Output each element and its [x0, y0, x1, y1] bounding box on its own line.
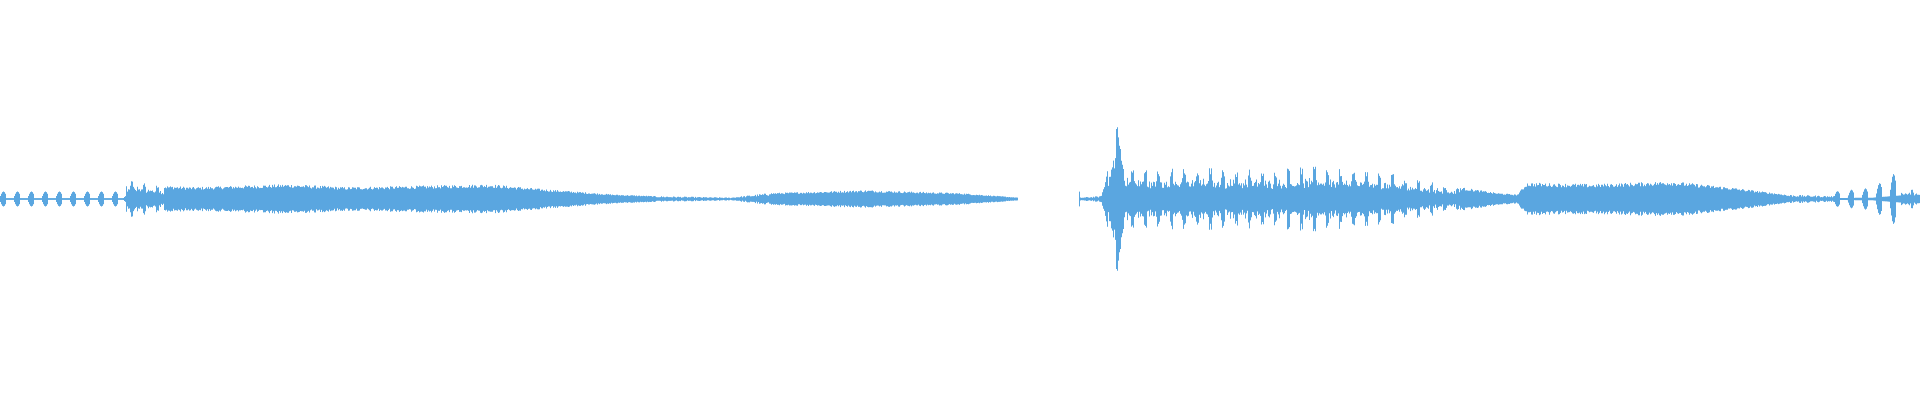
waveform-bars	[0, 127, 1920, 271]
